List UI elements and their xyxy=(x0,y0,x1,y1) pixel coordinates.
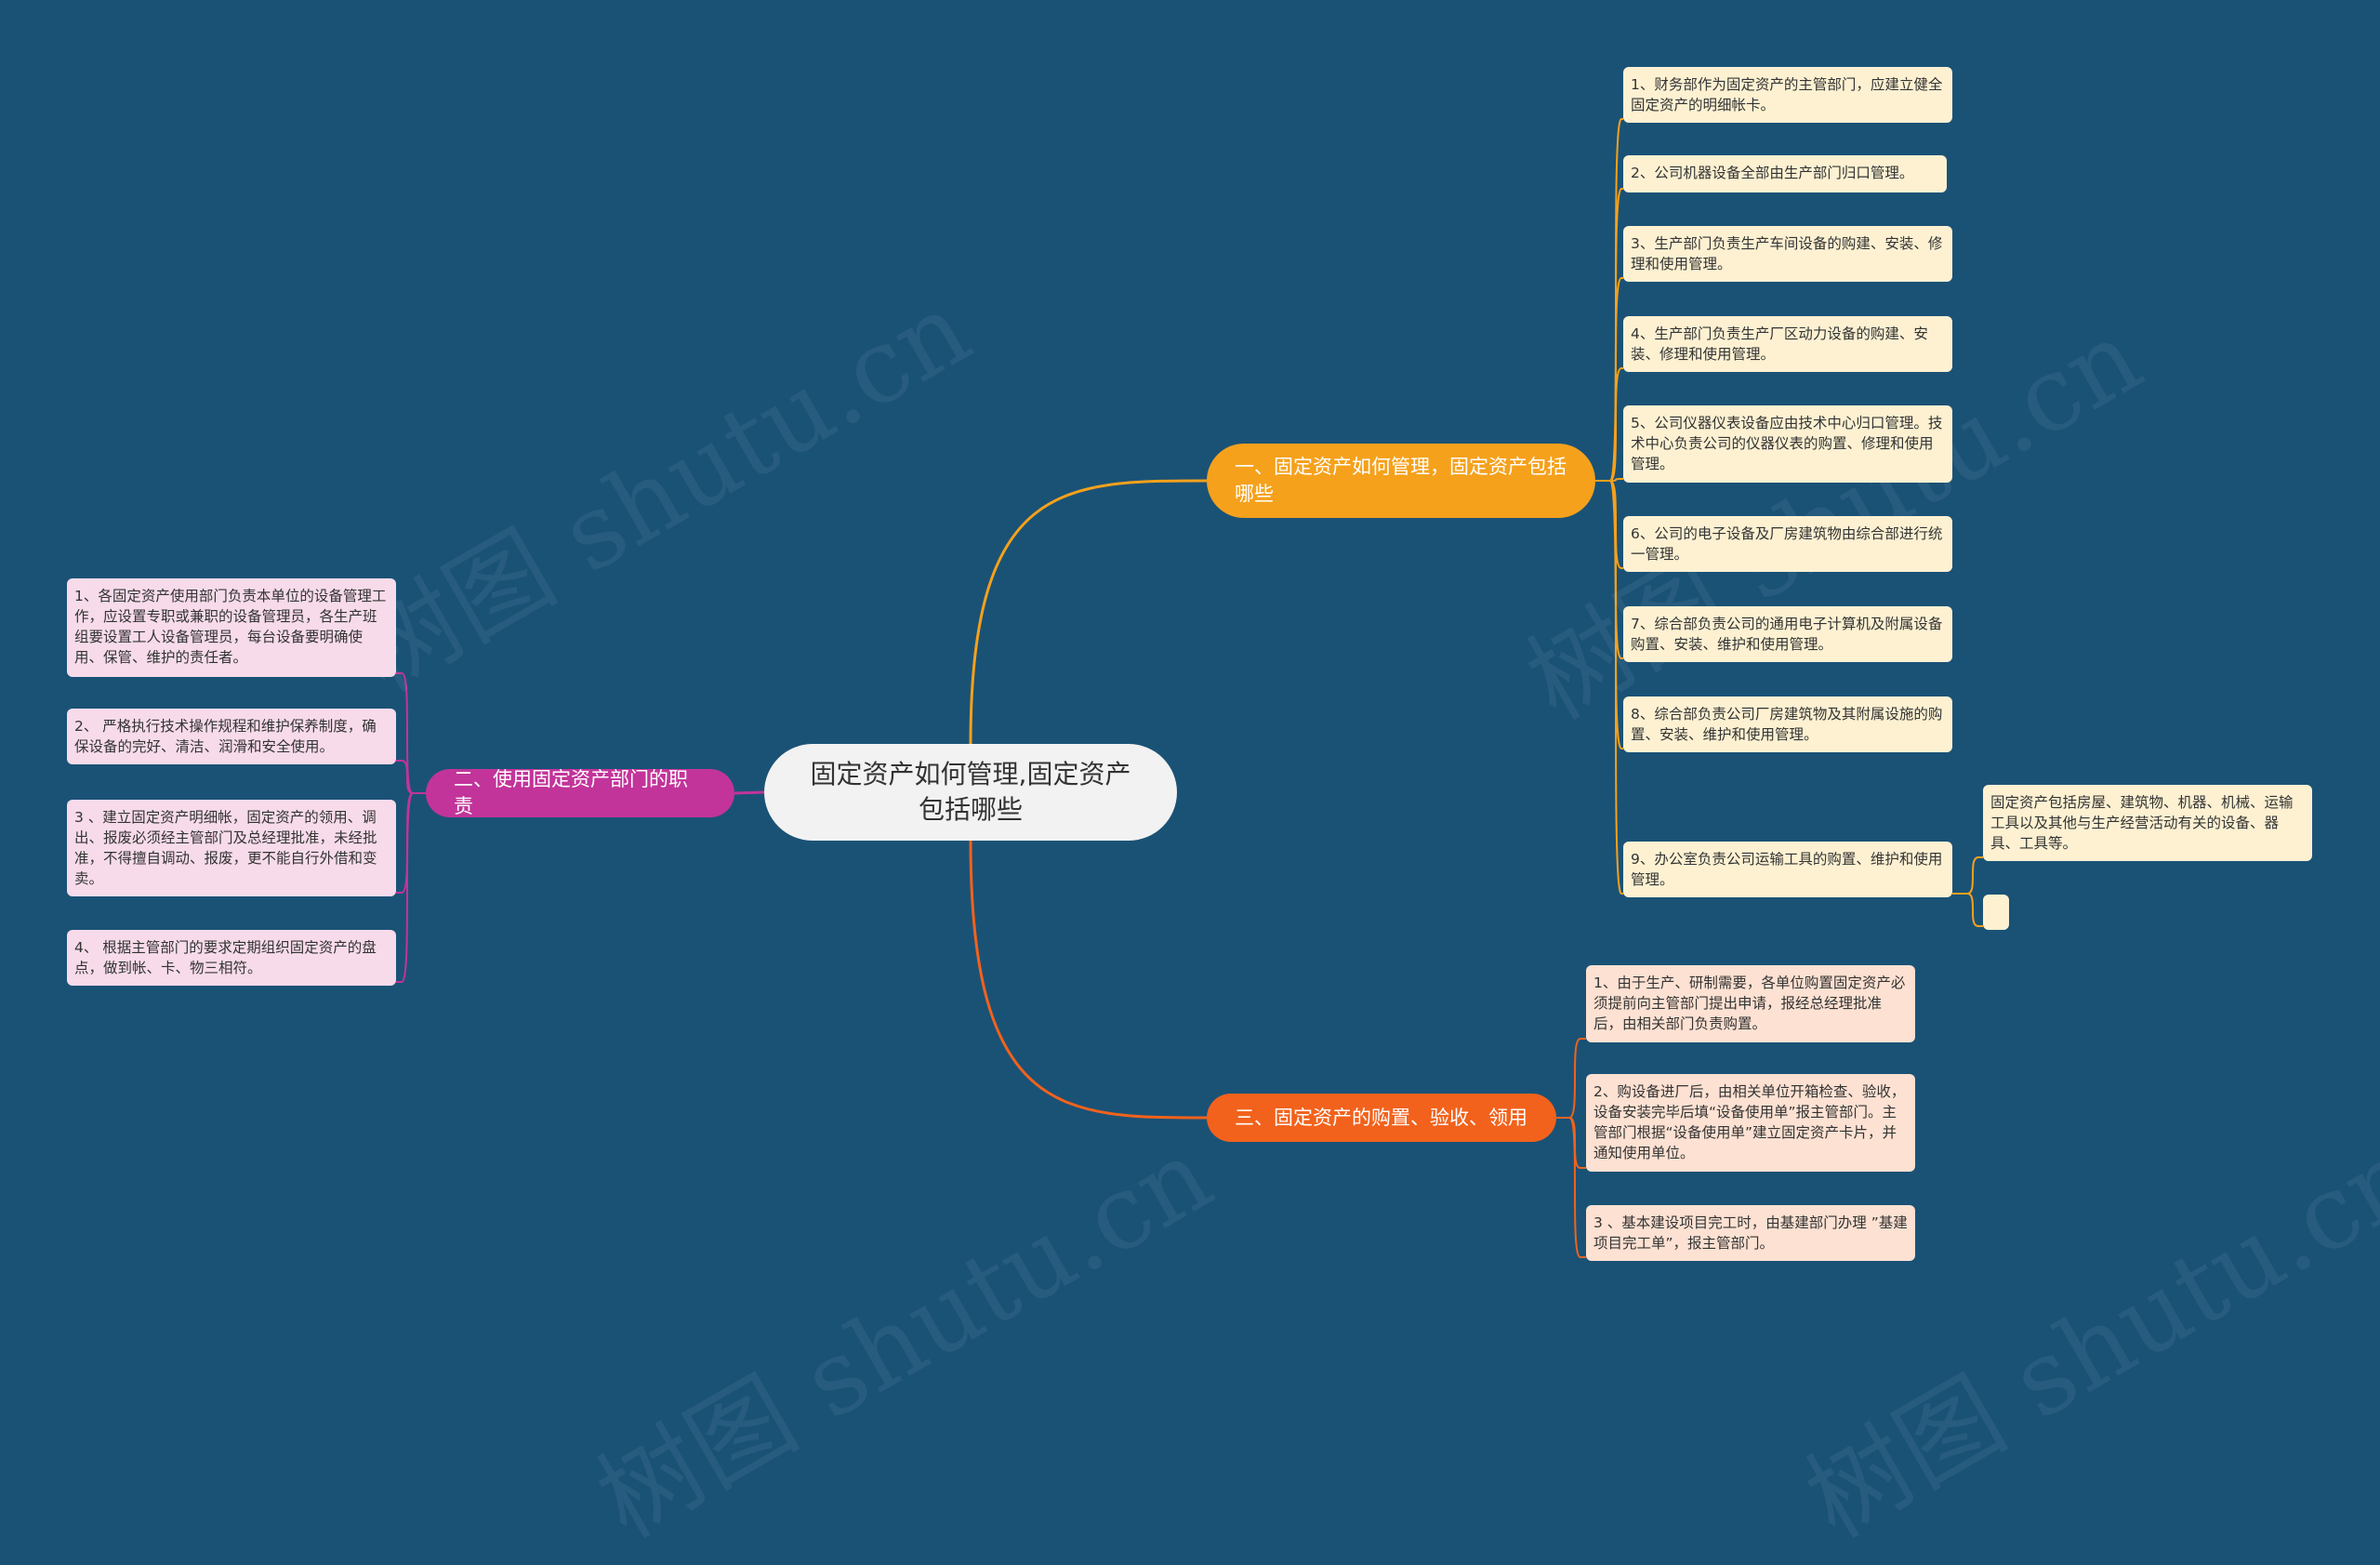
branch2-leaf-3[interactable]: 3 、建立固定资产明细帐，固定资产的领用、调出、报废必须经主管部门及总经理批准，… xyxy=(67,800,396,896)
branch3-line-2 xyxy=(1556,1117,1586,1169)
branch1-leaf-2[interactable]: 2、公司机器设备全部由生产部门归口管理。 xyxy=(1623,155,1947,192)
branch1-subleaf-2[interactable] xyxy=(1983,895,2009,930)
branch1-line-9 xyxy=(1595,480,1623,895)
branch1-leaf-8[interactable]: 8、综合部负责公司厂房建筑物及其附属设施的购置、安装、维护和使用管理。 xyxy=(1623,696,1952,752)
branch2-leaf-1[interactable]: 1、各固定资产使用部门负责本单位的设备管理工作，应设置专职或兼职的设备管理员，各… xyxy=(67,578,396,677)
branch1-leaf-5[interactable]: 5、公司仪器仪表设备应由技术中心归口管理。技术中心负责公司的仪器仪表的购置、修理… xyxy=(1623,405,1952,483)
branch1-leaf-1[interactable]: 1、财务部作为固定资产的主管部门，应建立健全固定资产的明细帐卡。 xyxy=(1623,67,1952,123)
branch2-leaf-4[interactable]: 4、 根据主管部门的要求定期组织固定资产的盘点，做到帐、卡、物三相符。 xyxy=(67,930,396,986)
branch3-line-1 xyxy=(1556,1038,1586,1119)
branch1-line-6 xyxy=(1595,480,1623,569)
mindmap-canvas: 树图 shutu.cn 树图 shutu.cn 树图 shutu.cn 树图 s… xyxy=(67,67,2380,1560)
branch1-sub-line-2 xyxy=(1952,893,1983,927)
branch1-leaf-7[interactable]: 7、综合部负责公司的通用电子计算机及附属设备购置、安装、维护和使用管理。 xyxy=(1623,606,1952,662)
branch3-leaf-2[interactable]: 2、购设备进厂后，由相关单位开箱检查、验收，设备安装完毕后填“设备使用单”报主管… xyxy=(1586,1074,1915,1172)
branch1-leaf-6[interactable]: 6、公司的电子设备及厂房建筑物由综合部进行统一管理。 xyxy=(1623,516,1952,572)
branch1-line-8 xyxy=(1595,480,1623,749)
branch1-leaf-4[interactable]: 4、生产部门负责生产厂区动力设备的购建、安装、修理和使用管理。 xyxy=(1623,316,1952,372)
branch3-line-3 xyxy=(1556,1117,1586,1258)
branch1-leaf-3[interactable]: 3、生产部门负责生产车间设备的购建、安装、修理和使用管理。 xyxy=(1623,226,1952,282)
branch2-line-1 xyxy=(396,672,426,794)
branch1-line-2 xyxy=(1595,188,1623,482)
branch2-line-3 xyxy=(396,792,426,894)
branch-topic-1[interactable]: 一、固定资产如何管理，固定资产包括哪些 xyxy=(1207,444,1595,518)
root-to-branch1-line xyxy=(969,479,1208,745)
root-to-branch3-line xyxy=(969,840,1208,1120)
branch2-line-2 xyxy=(396,760,426,794)
branch1-sub-line-1 xyxy=(1952,856,1983,895)
branch1-line-4 xyxy=(1595,367,1623,482)
root-topic[interactable]: 固定资产如何管理,固定资产包括哪些 xyxy=(764,744,1177,841)
branch-topic-2[interactable]: 二、使用固定资产部门的职责 xyxy=(426,768,734,817)
branch3-leaf-3[interactable]: 3 、基本建设项目完工时，由基建部门办理 ”基建项目完工单”，报主管部门。 xyxy=(1586,1205,1915,1261)
branch1-leaf-9[interactable]: 9、办公室负责公司运输工具的购置、维护和使用管理。 xyxy=(1623,842,1952,897)
branch-topic-3[interactable]: 三、固定资产的购置、验收、领用 xyxy=(1207,1094,1556,1142)
root-to-branch2-line xyxy=(734,790,765,795)
branch1-line-7 xyxy=(1595,480,1623,659)
branch2-leaf-2[interactable]: 2、 严格执行技术操作规程和维护保养制度，确保设备的完好、清洁、润滑和安全使用。 xyxy=(67,709,396,764)
connector-lines xyxy=(396,118,1983,1258)
branch1-subleaf-1[interactable]: 固定资产包括房屋、建筑物、机器、机械、运输工具以及其他与生产经营活动有关的设备、… xyxy=(1983,785,2312,861)
branch2-line-4 xyxy=(396,792,426,983)
branch1-line-3 xyxy=(1595,277,1623,482)
branch3-leaf-1[interactable]: 1、由于生产、研制需要，各单位购置固定资产必须提前向主管部门提出申请，报经总经理… xyxy=(1586,965,1915,1042)
branch1-line-1 xyxy=(1595,118,1623,482)
